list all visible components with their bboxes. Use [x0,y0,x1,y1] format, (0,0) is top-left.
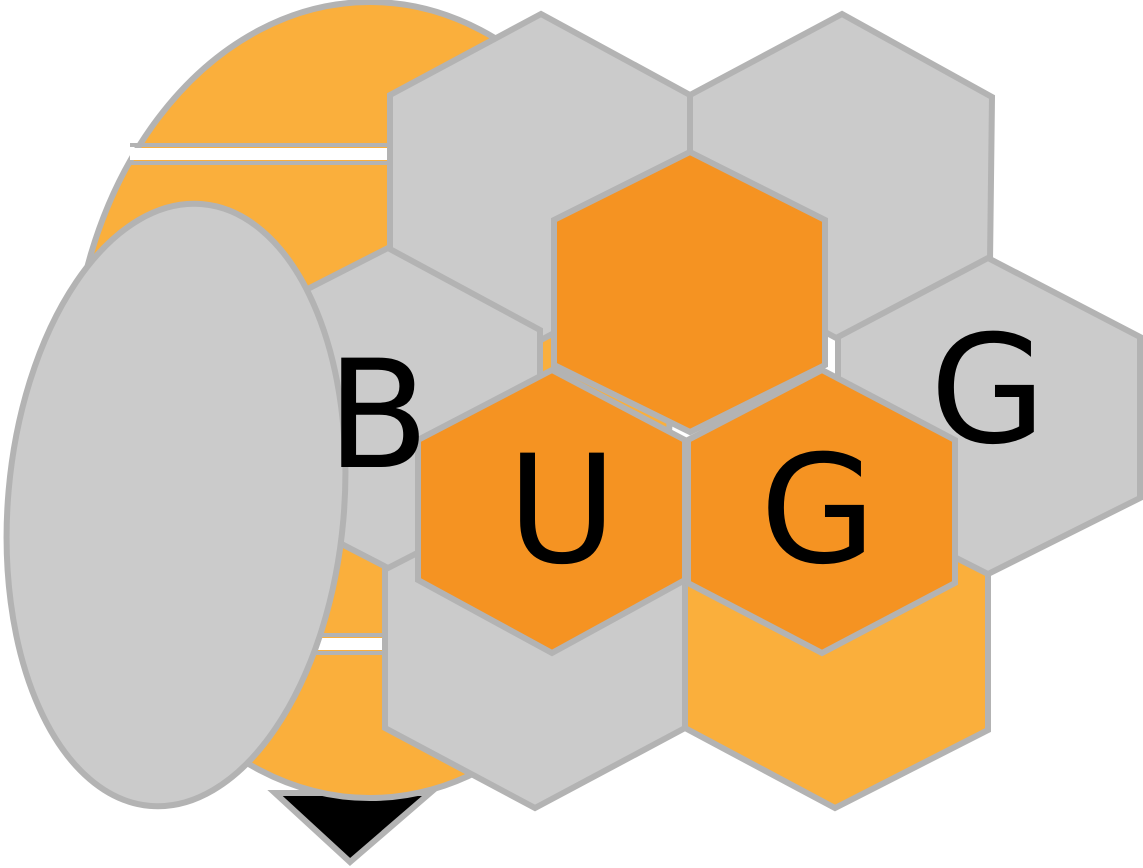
letter-u: U [507,424,617,598]
letter-g-orange: G [760,424,876,598]
bee-stripe [130,148,430,160]
hex-orange-top [551,148,828,436]
hex-orange-g [685,366,958,657]
bee-stinger-icon [267,790,439,867]
bee-wing-icon [3,200,349,810]
letter-b: B [327,329,430,503]
letter-g-grey: G [930,304,1046,478]
